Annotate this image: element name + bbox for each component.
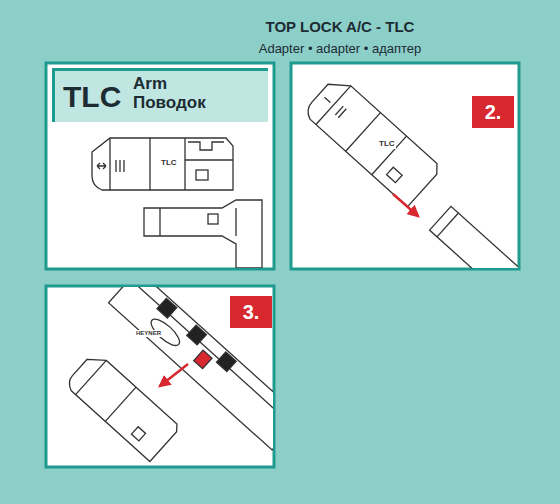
adapter-figure — [303, 74, 518, 268]
part-name: Arm Поводок — [133, 75, 223, 112]
brand-logo: HEYNER — [135, 330, 162, 337]
step-badge: 2. — [472, 96, 514, 128]
adapter-marking: TLC — [160, 159, 178, 168]
title: TOP LOCK A/C - TLC — [266, 18, 415, 35]
step-number: 3. — [243, 301, 260, 323]
step-badge: 3. — [230, 296, 272, 328]
header-code: TLC — [63, 80, 121, 113]
adapter-marking: TLC — [378, 140, 396, 149]
adapter-figure — [92, 138, 262, 268]
panel — [46, 63, 274, 269]
blade-figure — [64, 287, 273, 461]
step-number: 2. — [485, 101, 502, 123]
header-box: TLC Arm Поводок — [52, 68, 268, 122]
subtitle: Adapter • adapter • адаптер — [259, 42, 422, 56]
